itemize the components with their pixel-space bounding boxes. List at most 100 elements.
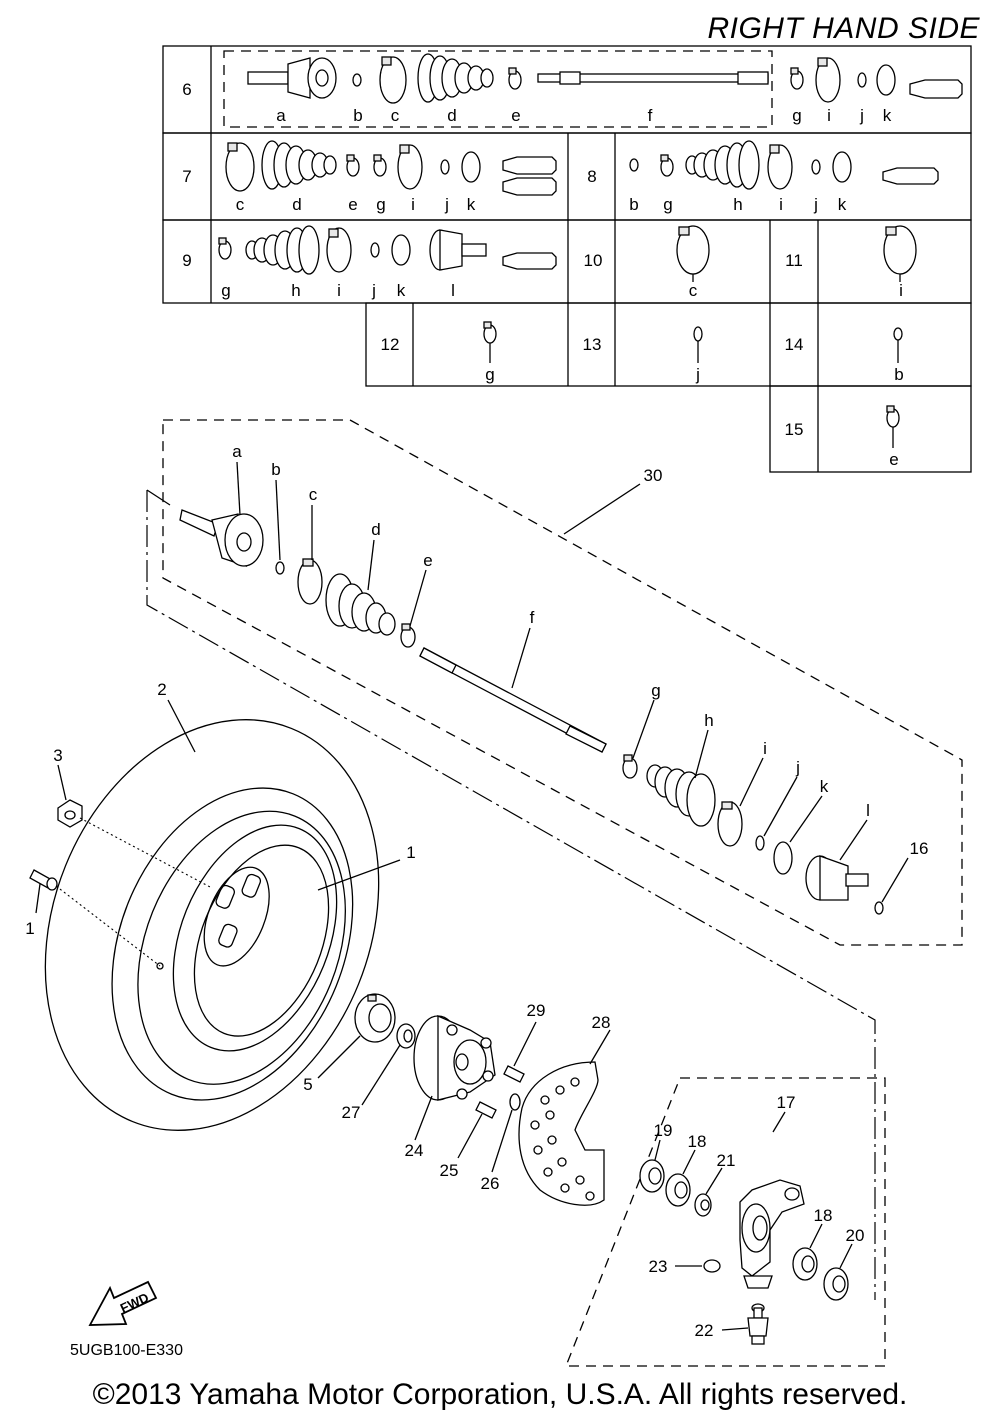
svg-text:i: i bbox=[779, 195, 783, 214]
kit-9-letters: g h i j k l bbox=[221, 281, 455, 300]
callout-5: 5 bbox=[303, 1075, 312, 1094]
clamp-g bbox=[622, 754, 638, 779]
svg-text:e: e bbox=[423, 551, 432, 570]
svg-text:f: f bbox=[648, 106, 653, 125]
kit-11-letter: i bbox=[899, 281, 903, 300]
kit-single-parts bbox=[483, 225, 917, 448]
kit-number-9: 9 bbox=[182, 251, 191, 270]
svg-text:i: i bbox=[827, 106, 831, 125]
wheel-hub bbox=[413, 1015, 496, 1101]
hub-bolt bbox=[475, 1101, 497, 1119]
svg-text:i: i bbox=[337, 281, 341, 300]
castle-nut bbox=[354, 993, 396, 1043]
kit-10-letter: c bbox=[689, 281, 698, 300]
fwd-arrow-icon: FWD bbox=[88, 1280, 158, 1326]
svg-text:e: e bbox=[348, 195, 357, 214]
svg-text:k: k bbox=[820, 777, 829, 796]
band-c bbox=[297, 558, 323, 605]
bearing-18-upper bbox=[665, 1173, 691, 1207]
callout-22: 22 bbox=[695, 1321, 714, 1340]
kit-number-15: 15 bbox=[785, 420, 804, 439]
kit-8-parts bbox=[629, 140, 939, 190]
disc-bolt bbox=[503, 1065, 525, 1083]
knuckle-assembly: 17 bbox=[565, 1077, 886, 1367]
svg-text:l: l bbox=[451, 281, 455, 300]
kit-number-12: 12 bbox=[381, 335, 400, 354]
kit-7-letters: c d e g i j k bbox=[236, 195, 476, 214]
bearing-18-lower bbox=[792, 1247, 818, 1281]
kit-15-letter: e bbox=[889, 450, 898, 469]
svg-text:b: b bbox=[271, 460, 280, 479]
svg-text:g: g bbox=[221, 281, 230, 300]
circlip-16 bbox=[874, 901, 884, 915]
o-ring bbox=[509, 1093, 521, 1111]
kit-number-10: 10 bbox=[584, 251, 603, 270]
copyright-notice: ©2013 Yamaha Motor Corporation, U.S.A. A… bbox=[92, 1378, 908, 1411]
seal-21 bbox=[694, 1193, 712, 1217]
kit-12-letter: g bbox=[485, 365, 494, 384]
callout-2: 2 bbox=[157, 680, 166, 699]
svg-text:j: j bbox=[795, 758, 800, 777]
rim bbox=[172, 824, 338, 1052]
kit-6-parts bbox=[247, 53, 963, 104]
brake-disc bbox=[518, 1061, 605, 1206]
kit-number-13: 13 bbox=[583, 335, 602, 354]
svg-text:d: d bbox=[447, 106, 456, 125]
svg-text:c: c bbox=[309, 485, 318, 504]
svg-text:b: b bbox=[629, 195, 638, 214]
diagram-code: 5UGB100-E330 bbox=[70, 1342, 183, 1359]
svg-text:h: h bbox=[291, 281, 300, 300]
kit-table: 6 7 8 9 10 11 12 13 14 15 bbox=[162, 45, 972, 473]
seal-20 bbox=[823, 1267, 849, 1301]
callout-26: 26 bbox=[481, 1174, 500, 1193]
svg-text:c: c bbox=[236, 195, 245, 214]
circlip-b bbox=[275, 561, 285, 575]
callout-18-upper: 18 bbox=[688, 1132, 707, 1151]
inner-cv-joint-l bbox=[805, 855, 869, 901]
svg-text:a: a bbox=[232, 442, 242, 461]
wheel-assembly: 2 3 1 1 bbox=[25, 680, 416, 1131]
kit-number-11: 11 bbox=[785, 251, 803, 270]
svg-text:d: d bbox=[371, 520, 380, 539]
kit-number-7: 7 bbox=[182, 167, 191, 186]
callout-20: 20 bbox=[846, 1226, 865, 1245]
kit-8-letters: b g h i j k bbox=[629, 195, 846, 214]
kit-14-letter: b bbox=[894, 365, 903, 384]
svg-text:g: g bbox=[663, 195, 672, 214]
callout-28: 28 bbox=[592, 1013, 611, 1032]
svg-text:a: a bbox=[276, 106, 286, 125]
kit-number-6: 6 bbox=[182, 80, 191, 99]
callout-4: 3 bbox=[53, 746, 62, 765]
callout-1: 1 bbox=[406, 843, 415, 862]
svg-text:b: b bbox=[353, 106, 362, 125]
svg-text:h: h bbox=[704, 711, 713, 730]
ball-joint bbox=[747, 1303, 769, 1345]
driveshaft-letters: a b c d e f g h i j k l bbox=[232, 442, 870, 820]
svg-text:k: k bbox=[883, 106, 892, 125]
kit-number-8: 8 bbox=[587, 167, 596, 186]
kit-9-parts bbox=[218, 225, 557, 275]
callout-24: 24 bbox=[405, 1141, 424, 1160]
svg-text:j: j bbox=[859, 106, 864, 125]
svg-text:h: h bbox=[733, 195, 742, 214]
svg-text:j: j bbox=[444, 195, 449, 214]
callout-18-lower: 18 bbox=[814, 1206, 833, 1225]
callout-3: 1 bbox=[25, 919, 34, 938]
bearing-19 bbox=[639, 1159, 665, 1193]
svg-text:d: d bbox=[292, 195, 301, 214]
svg-text:f: f bbox=[530, 608, 535, 627]
ring-k bbox=[773, 841, 793, 875]
svg-text:g: g bbox=[792, 106, 801, 125]
svg-text:e: e bbox=[511, 106, 520, 125]
kit-6-letters: a b c d e f g i j k bbox=[276, 106, 891, 125]
page-title: RIGHT HAND SIDE bbox=[707, 12, 980, 45]
steering-knuckle bbox=[739, 1179, 805, 1289]
svg-text:l: l bbox=[866, 801, 870, 820]
svg-text:c: c bbox=[391, 106, 400, 125]
hub-assembly: 5 27 24 25 26 29 28 bbox=[303, 993, 611, 1206]
callout-23: 23 bbox=[649, 1257, 668, 1276]
svg-text:g: g bbox=[376, 195, 385, 214]
boot-d bbox=[325, 573, 396, 636]
callout-19: 19 bbox=[654, 1121, 673, 1140]
